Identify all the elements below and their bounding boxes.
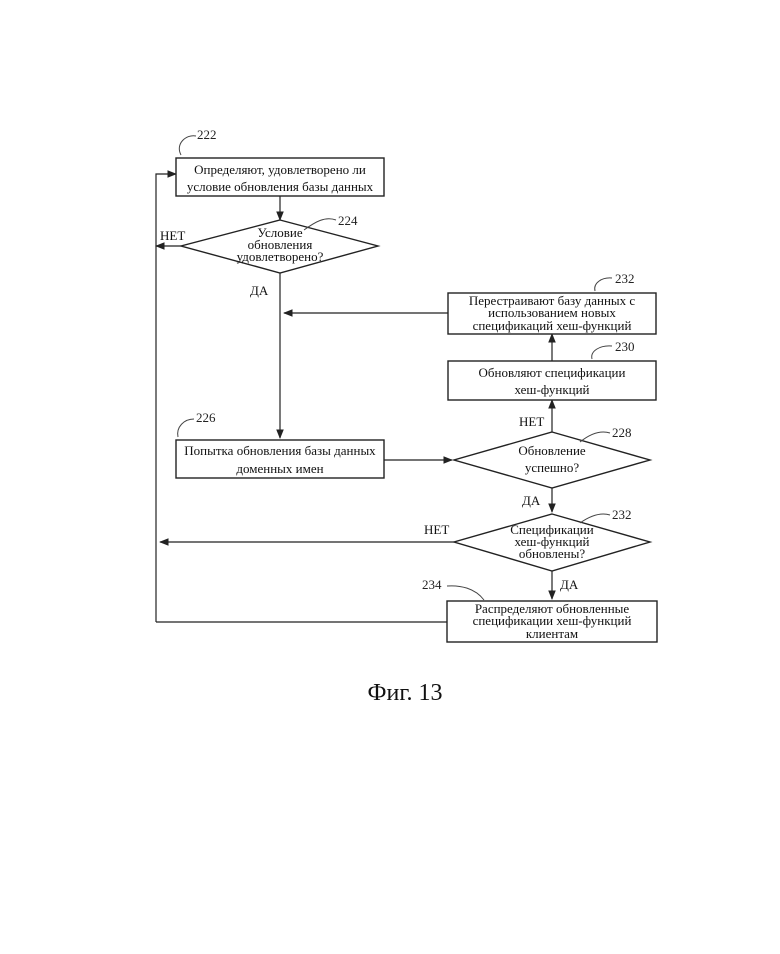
box-226-line2: доменных имен bbox=[236, 461, 323, 476]
leader-222 bbox=[179, 136, 196, 155]
decision-228: Обновление успешно? bbox=[454, 432, 650, 488]
box-222-line1: Определяют, удовлетворено ли bbox=[194, 162, 366, 177]
box-230-line1: Обновляют спецификации bbox=[479, 365, 626, 380]
decision-224-line3: удовлетворено? bbox=[237, 249, 324, 264]
leader-234 bbox=[447, 586, 484, 600]
label-224-yes: ДА bbox=[250, 283, 269, 298]
box-222-line2: условие обновления базы данных bbox=[187, 179, 374, 194]
label-232-yes: ДА bbox=[560, 577, 579, 592]
decision-228-line2: успешно? bbox=[525, 460, 579, 475]
box-234-line3: клиентам bbox=[526, 626, 578, 641]
leader-226 bbox=[178, 419, 194, 437]
ref-232a: 232 bbox=[615, 271, 635, 286]
box-226-line1: Попытка обновления базы данных bbox=[184, 443, 376, 458]
process-box-234: Распределяют обновленные спецификации хе… bbox=[447, 601, 657, 642]
label-224-no: НЕТ bbox=[160, 228, 185, 243]
process-box-226: Попытка обновления базы данных доменных … bbox=[176, 440, 384, 478]
figure-caption: Фиг. 13 bbox=[368, 680, 443, 706]
ref-232b: 232 bbox=[612, 507, 632, 522]
leader-228 bbox=[580, 432, 610, 442]
decision-228-line1: Обновление bbox=[518, 443, 586, 458]
label-228-yes: ДА bbox=[522, 493, 541, 508]
label-232-no: НЕТ bbox=[424, 522, 449, 537]
leader-232a bbox=[595, 278, 612, 291]
box-232a-line3: спецификаций хеш-функций bbox=[473, 318, 632, 333]
ref-226: 226 bbox=[196, 410, 216, 425]
process-box-230: Обновляют спецификации хеш-функций bbox=[448, 361, 656, 400]
ref-228: 228 bbox=[612, 425, 632, 440]
process-box-232-rebuild: Перестраивают базу данных с использовани… bbox=[448, 293, 656, 334]
ref-234: 234 bbox=[422, 577, 442, 592]
ref-230: 230 bbox=[615, 339, 635, 354]
label-228-no: НЕТ bbox=[519, 414, 544, 429]
box-230-line2: хеш-функций bbox=[514, 382, 589, 397]
ref-224: 224 bbox=[338, 213, 358, 228]
leader-230 bbox=[592, 346, 612, 359]
decision-232: Спецификации хеш-функций обновлены? bbox=[454, 514, 650, 571]
process-box-222: Определяют, удовлетворено ли условие обн… bbox=[176, 158, 384, 196]
ref-222: 222 bbox=[197, 127, 217, 142]
decision-232-line3: обновлены? bbox=[519, 546, 585, 561]
